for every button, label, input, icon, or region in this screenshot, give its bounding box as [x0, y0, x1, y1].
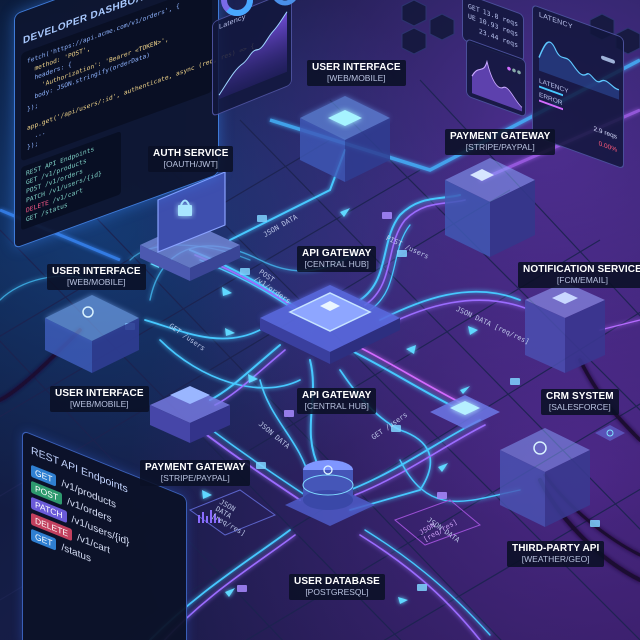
- node-crm-system-chip[interactable]: [430, 395, 500, 429]
- label-payment-gateway-low: PAYMENT GATEWAY[STRIPE/PAYPAL]: [140, 460, 251, 487]
- label-payment-gateway-top: PAYMENT GATEWAY[STRIPE/PAYPAL]: [445, 129, 556, 156]
- label-notification-service: NOTIFICATION SERVICE[FCM/EMAIL]: [518, 262, 640, 289]
- latency-error-panel: LATENCY LATENCY ERROR 2.9 reqs 0.00%: [532, 4, 624, 170]
- latency-area-chart: [218, 11, 288, 100]
- label-user-interface-top: USER INTERFACE[WEB/MOBILE]: [307, 60, 406, 87]
- node-notification-service[interactable]: [525, 282, 605, 373]
- node-payment-gateway-top[interactable]: [445, 158, 535, 257]
- node-api-gateway-center[interactable]: [260, 285, 400, 364]
- code-line: body: JSON.stringify(orderData): [27, 51, 150, 104]
- node-payment-gateway-low[interactable]: [150, 386, 230, 443]
- node-user-interface-top[interactable]: [300, 96, 390, 182]
- donut-widgets: [221, 0, 296, 16]
- label-crm-system: CRM SYSTEM[SALESFORCE]: [541, 389, 619, 416]
- latency-chart-panel: Latency: [212, 0, 292, 117]
- label-user-interface-left2: USER INTERFACE[WEB/MOBILE]: [50, 386, 149, 413]
- code-line: });: [27, 140, 39, 152]
- small-latency-chart: [466, 38, 526, 118]
- label-api-gateway-mid: API GATEWAY[CENTRAL HUB]: [297, 388, 377, 415]
- label-user-database: USER DATABASE[POSTGRESQL]: [289, 574, 385, 601]
- latency-line-chart: [538, 41, 620, 100]
- node-third-party-api[interactable]: [500, 428, 590, 527]
- node-user-database[interactable]: [285, 460, 375, 526]
- node-user-interface-left[interactable]: [45, 295, 139, 373]
- label-auth-service: AUTH SERVICE[OAUTH/JWT]: [148, 146, 234, 173]
- node-small-chip[interactable]: [595, 425, 625, 441]
- label-api-gateway-top: API GATEWAY[CENTRAL HUB]: [297, 246, 377, 273]
- code-line: });: [27, 102, 39, 114]
- label-third-party-api: THIRD-PARTY API[WEATHER/GEO]: [507, 541, 605, 568]
- label-user-interface-left: USER INTERFACE[WEB/MOBILE]: [47, 264, 146, 291]
- node-auth-service[interactable]: [140, 171, 240, 281]
